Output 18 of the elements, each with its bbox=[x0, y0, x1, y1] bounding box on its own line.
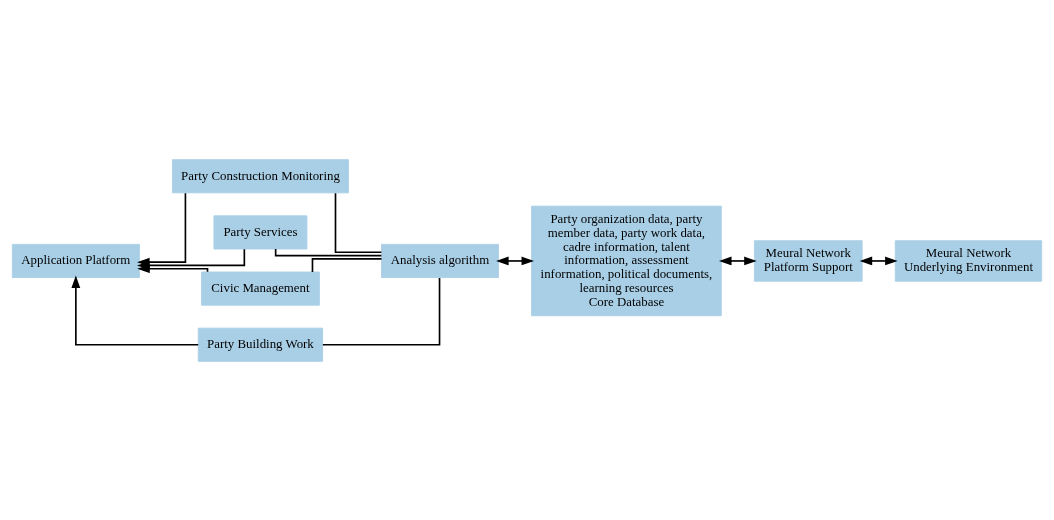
arrow bbox=[719, 256, 757, 265]
connector bbox=[334, 191, 383, 253]
node-box: Party Services bbox=[213, 214, 308, 249]
node-box: Application Platform bbox=[11, 243, 140, 278]
connector bbox=[322, 276, 441, 346]
node-box: Meural Network Underlying Environment bbox=[894, 239, 1043, 282]
arrow bbox=[71, 274, 200, 346]
node-box: Party Construction Monitoring bbox=[172, 158, 349, 193]
arrow bbox=[859, 256, 898, 265]
node-box: Analysis algorithm bbox=[381, 243, 499, 278]
arrow bbox=[137, 263, 209, 273]
arrow bbox=[496, 256, 535, 265]
node-box: Party organization data, party member data, party work data, cadre information, talent information, assessment information, political documents, learning resources Core Database bbox=[531, 205, 722, 316]
node-box: Meural Network Platform Support bbox=[753, 239, 863, 282]
connector bbox=[311, 257, 383, 273]
node-box: Civic Management bbox=[201, 271, 320, 306]
connector bbox=[274, 247, 383, 256]
node-box: Party Building Work bbox=[197, 327, 324, 362]
